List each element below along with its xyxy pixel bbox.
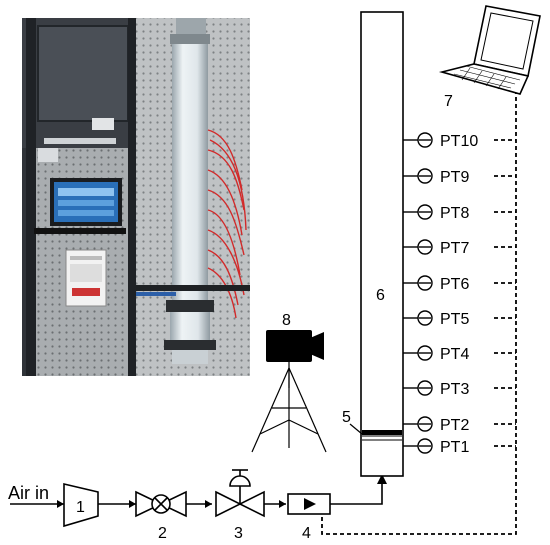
pressure-transducer-pt2: PT2 <box>403 416 516 434</box>
bubble-column <box>360 11 404 477</box>
pt-label: PT10 <box>440 133 478 150</box>
pressure-transducer-pt4: PT4 <box>403 345 516 363</box>
control-valve-icon <box>215 469 265 518</box>
pressure-transducer-pt9: PT9 <box>403 168 516 186</box>
compressor-icon <box>63 482 99 528</box>
pt-label: PT2 <box>440 417 469 434</box>
label-2: 2 <box>158 525 167 542</box>
setup-photo <box>22 18 250 376</box>
monitor-photo <box>34 178 126 234</box>
label-5: 5 <box>342 409 351 426</box>
flow-meter-icon <box>287 493 331 515</box>
pt-label: PT4 <box>440 346 469 363</box>
flow-arrows <box>57 474 387 508</box>
bubble-column-photo <box>164 18 216 364</box>
distributor-plate <box>362 430 402 435</box>
ball-valve-icon <box>135 490 187 518</box>
pressure-transducer-pt8: PT8 <box>403 204 516 222</box>
pt-label: PT7 <box>440 240 469 257</box>
camera-icon <box>251 330 327 453</box>
label-4: 4 <box>302 525 311 542</box>
label-6: 6 <box>376 287 385 304</box>
pressure-transducer-pt3: PT3 <box>403 380 516 398</box>
air-in-label: Air in <box>8 483 49 503</box>
pt-label: PT6 <box>440 276 469 293</box>
pt-label: PT9 <box>440 169 469 186</box>
pt-label: PT8 <box>440 205 469 222</box>
pressure-transducer-pt1: PT1 <box>403 438 516 456</box>
label-3: 3 <box>234 525 243 542</box>
label-8: 8 <box>282 312 291 329</box>
pt-label: PT1 <box>440 439 469 456</box>
signal-line <box>321 90 517 535</box>
label-1: 1 <box>76 499 85 516</box>
laptop-icon <box>438 5 541 95</box>
pressure-transducer-pt10: PT10 <box>403 132 516 150</box>
pressure-transducer-pt6: PT6 <box>403 275 516 293</box>
pt-label: PT3 <box>440 381 469 398</box>
air-supply-line <box>10 480 383 505</box>
pressure-transducer-pt5: PT5 <box>403 310 516 328</box>
pt-label: PT5 <box>440 311 469 328</box>
label-7: 7 <box>444 93 453 110</box>
pressure-transducer-pt7: PT7 <box>403 239 516 257</box>
